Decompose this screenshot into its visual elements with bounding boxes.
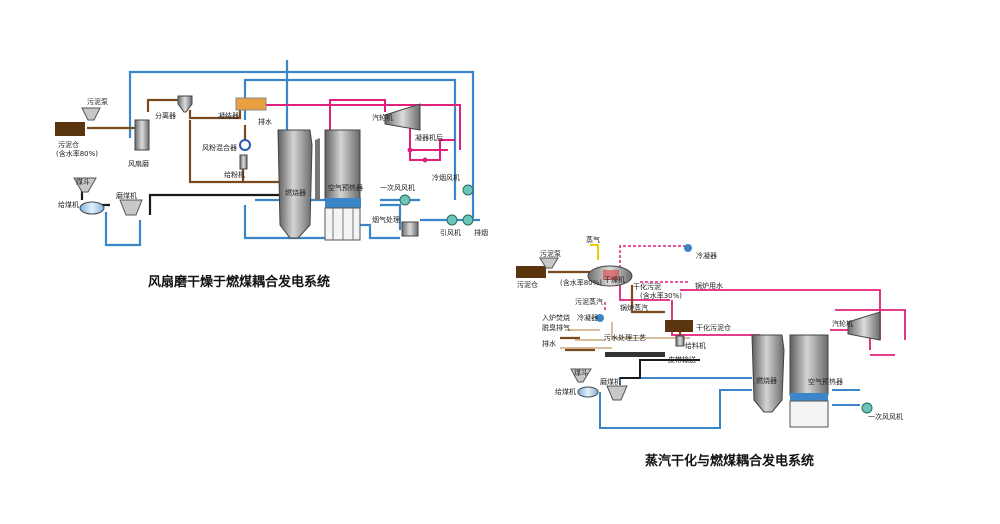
cooler-shape	[596, 314, 604, 322]
condenser2-shape	[684, 244, 692, 252]
label-powder-mixer: 风粉混合器	[202, 143, 237, 152]
label2-sludge-bin: 污泥仓	[517, 280, 538, 289]
label2-moisture80: (含水率80%)	[560, 278, 602, 287]
label2-cooler: 冷凝器	[577, 313, 598, 322]
label-separator: 分离器	[155, 111, 176, 120]
label-air-preheater: 空气预热器	[328, 183, 363, 192]
label2-sludge-pump: 污泥泵	[540, 250, 561, 258]
label-cold-fan: 冷烟风机	[432, 173, 460, 182]
feeder-shape	[239, 154, 248, 170]
label-moisture: (含水率80%)	[56, 149, 98, 158]
label2-boiler-steam: 锅炉蒸汽	[620, 303, 648, 312]
label-condenser: 凝结器	[218, 111, 239, 120]
boiler2-tail-shape	[789, 334, 829, 396]
air-preheater-shape	[325, 198, 361, 208]
label-exhaust: 排烟	[474, 228, 488, 237]
primary-fan-shape	[399, 194, 411, 206]
sludge-bin-shape	[55, 122, 85, 136]
label-primary-fan: 一次风风机	[380, 183, 415, 192]
sludge-pump2-shape	[539, 257, 559, 269]
dried-bin-shape	[665, 320, 693, 332]
label2-drain: 排水	[542, 339, 556, 348]
label-turbine-condenser: 凝器机后	[415, 133, 443, 142]
steam-drying-diagram: 污泥泵 污泥仓 (含水率80%) 蒸气 干燥机 干化污泥 (含水率30%) 冷凝…	[516, 235, 906, 469]
label-coal-feeder: 给煤机	[58, 200, 79, 209]
label2-furnace-burn: 入炉焚烧	[542, 313, 570, 322]
boiler-shape	[277, 129, 313, 239]
label2-steam: 蒸气	[586, 235, 600, 244]
flue-treat-shape	[401, 221, 419, 237]
label-flue-treat: 烟气处理	[372, 215, 400, 224]
label2-dried-bin: 干化污泥仓	[696, 323, 731, 332]
condenser-shape	[235, 97, 267, 111]
label2-feeder: 给料机	[685, 341, 706, 350]
turbine2-shape	[847, 311, 881, 341]
fan-mill-shape	[134, 119, 150, 151]
turbine-shape	[384, 103, 421, 131]
coal-hopper2-shape	[570, 368, 592, 383]
cold-fan-shape	[462, 184, 474, 196]
coal-feeder2-shape	[577, 386, 599, 398]
feeder2-shape	[675, 335, 685, 347]
label-boiler: 燃烧器	[285, 188, 306, 197]
label-induced-fan: 引风机	[440, 228, 461, 237]
sludge-pump-shape	[81, 107, 101, 121]
fan-mill-diagram: 污泥泵 污泥仓 (含水率80%) 风扇磨 分离器 凝结器 排水 风粉混合器 给粉…	[55, 60, 488, 290]
induced-fan-shape	[446, 214, 458, 226]
label2-condenser: 冷凝器	[696, 251, 717, 260]
label2-turbine: 汽轮机	[832, 319, 853, 328]
boiler2-shape	[751, 334, 785, 413]
label2-belt: 皮带输送	[668, 355, 696, 364]
label-coal-mill: 磨煤机	[116, 191, 137, 200]
label2-wastewater: 污水处理工艺	[604, 333, 646, 342]
coal-feeder-shape	[79, 201, 105, 215]
label-sludge-bin: 污泥仓	[58, 140, 79, 149]
label2-coal-hopper: 煤斗	[574, 368, 588, 377]
coal-mill-shape	[119, 199, 143, 216]
belt-shape	[605, 352, 665, 357]
label2-coal-mill: 磨煤机	[600, 377, 621, 386]
label2-coal-feeder: 给煤机	[555, 387, 576, 396]
coal-mill2-shape	[606, 385, 628, 401]
label-feeder: 给粉机	[224, 170, 245, 179]
label2-sludge-vapor: 污泥蒸汽	[575, 297, 603, 306]
primary-fan2-shape	[861, 402, 873, 414]
powder-mixer-shape	[239, 139, 251, 151]
label2-moisture30: (含水率30%)	[640, 291, 682, 300]
label-sludge-pump: 污泥泵	[87, 98, 108, 106]
sludge-bin2-shape	[516, 266, 546, 278]
label2-air-preheater: 空气预热器	[808, 377, 843, 386]
label-coal-hopper: 煤斗	[76, 177, 90, 186]
label2-boiler: 燃烧器	[756, 376, 777, 385]
separator-shape	[177, 95, 193, 113]
label2-dryer: 干燥机	[604, 275, 625, 284]
label-fan-mill: 风扇磨	[128, 159, 149, 168]
label2-deodor: 脱臭排气	[542, 323, 570, 332]
label2-boiler-water: 锅炉用水	[695, 281, 723, 290]
label-drain: 排水	[258, 117, 272, 126]
air-preheater2-shape	[790, 393, 828, 401]
boiler-tail-shape	[324, 129, 361, 201]
coal-hopper-shape	[73, 177, 97, 193]
diagram2-caption: 蒸汽干化与燃煤耦合发电系统	[645, 453, 814, 469]
label2-dried-sludge: 干化污泥	[633, 282, 661, 291]
label2-primary-fan: 一次风风机	[868, 412, 903, 421]
diagram1-caption: 风扇磨干燥于燃煤耦合发电系统	[148, 274, 330, 290]
label-turbine: 汽轮机	[372, 113, 393, 122]
